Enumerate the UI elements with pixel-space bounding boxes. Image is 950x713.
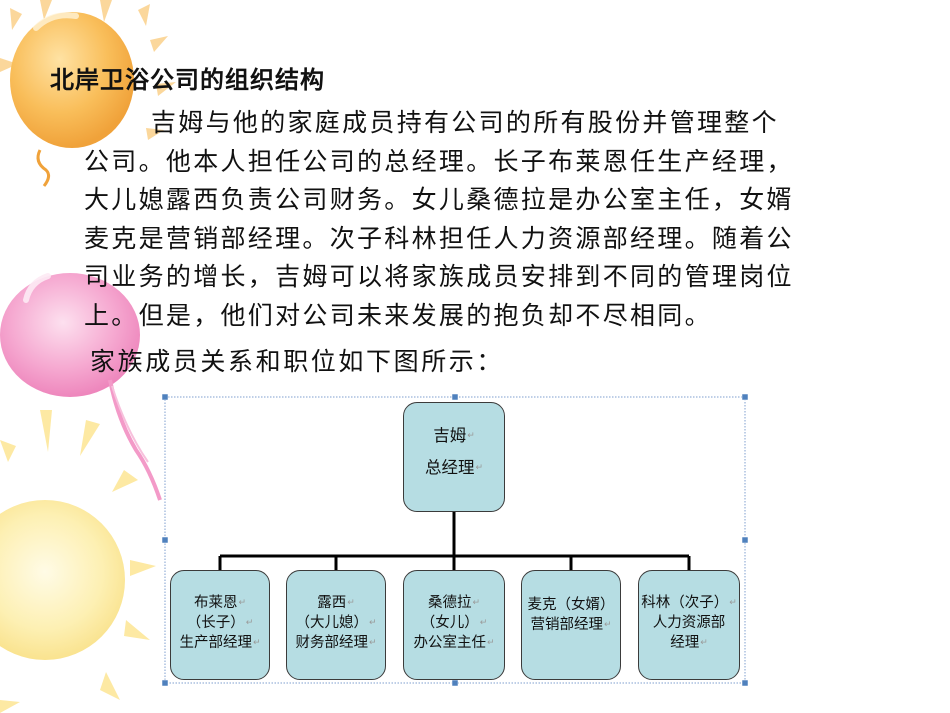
org-node-line: 吉姆↵	[433, 426, 475, 445]
org-node-line: 办公室主任↵	[413, 635, 495, 651]
yellow-rays	[0, 410, 156, 713]
org-node-line: 人力资源部	[652, 615, 726, 631]
selection-handle	[161, 679, 169, 687]
orange-balloon	[10, 12, 134, 148]
org-node-root: 吉姆↵ 总经理↵	[403, 402, 505, 512]
paragraph-line: 大儿媳露西负责公司财务。女儿桑德拉是办公室主任，女婿	[84, 185, 794, 215]
selection-handle	[451, 393, 459, 401]
org-node-line: 财务部经理↵	[295, 635, 377, 651]
org-node-line: （长子）↵	[186, 615, 254, 631]
org-node-child-2: 露西↵ （大儿媳）↵ 财务部经理↵	[286, 570, 386, 680]
org-node-child-5: 科林（次子）↵ 人力资源部 经理↵	[638, 570, 740, 680]
org-node-child-1: 布莱恩↵ （长子）↵ 生产部经理↵	[170, 570, 270, 680]
org-node-child-4: 麦克（女婿） 营销部经理↵	[521, 570, 621, 680]
org-node-line: 麦克（女婿）	[527, 597, 615, 613]
org-node-line: 露西↵	[317, 595, 355, 611]
description-paragraph: 吉姆与他的家庭成员持有公司的所有股份并管理整个 公司。他本人担任公司的总经理。长…	[84, 104, 914, 336]
selection-handle	[161, 536, 169, 544]
org-chart[interactable]: 吉姆↵ 总经理↵ 布莱恩↵ （长子）↵ 生产部经理↵ 露西↵ （大儿媳）↵ 财务…	[160, 392, 750, 688]
org-node-line: 桑德拉↵	[427, 595, 481, 611]
org-node-line: （女儿）↵	[420, 615, 488, 631]
page-title: 北岸卫浴公司的组织结构	[50, 65, 325, 94]
org-node-line: 总经理↵	[424, 458, 484, 477]
orange-rays	[0, 0, 176, 140]
selection-handle	[451, 679, 459, 687]
org-node-line: 营销部经理↵	[530, 617, 612, 633]
org-node-line: 布莱恩↵	[193, 595, 247, 611]
selection-handle	[741, 393, 749, 401]
org-node-line: 经理↵	[670, 635, 708, 651]
paragraph-line: 公司。他本人担任公司的总经理。长子布莱恩任生产经理，	[84, 146, 794, 176]
paragraph-line: 司业务的增长，吉姆可以将家族成员安排到不同的管理岗位	[84, 262, 794, 292]
org-node-line: 生产部经理↵	[179, 635, 261, 651]
paragraph-line: 麦克是营销部经理。次子科林担任人力资源部经理。随着公	[84, 223, 794, 253]
selection-handle	[741, 536, 749, 544]
selection-handle	[741, 679, 749, 687]
chart-caption: 家族成员关系和职位如下图所示：	[90, 347, 505, 376]
pink-balloon	[0, 273, 140, 397]
yellow-balloon	[0, 500, 125, 660]
paragraph-line: 吉姆与他的家庭成员持有公司的所有股份并管理整个	[151, 108, 779, 137]
org-node-line: 科林（次子）↵	[641, 595, 737, 611]
org-node-line: （大儿媳）↵	[295, 615, 377, 631]
paragraph-line: 上。但是，他们对公司未来发展的抱负却不尽相同。	[84, 300, 712, 330]
selection-handle	[161, 393, 169, 401]
org-node-child-3: 桑德拉↵ （女儿）↵ 办公室主任↵	[403, 570, 505, 680]
org-chart-connectors	[161, 393, 749, 687]
pink-ribbon	[108, 379, 162, 501]
